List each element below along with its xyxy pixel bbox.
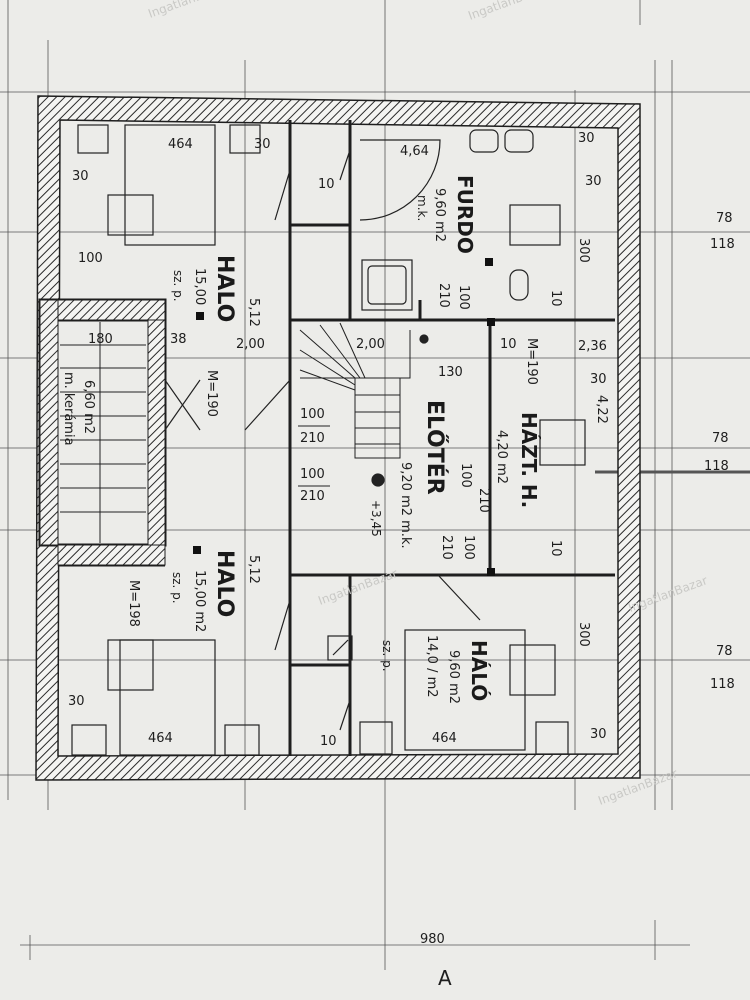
terrace-area: 6,60 m2: [81, 380, 96, 434]
dim-118-c: 118: [710, 677, 735, 692]
room-halo-top-left: HALO 15,00 sz. p.: [171, 255, 237, 322]
door-labels: 100 210 100 210: [298, 407, 330, 504]
room-hazt: HÁZT. H. 4,20 m2: [494, 412, 541, 508]
dim-512-b: 5,12: [246, 555, 261, 584]
dim-30-tl2: 30: [72, 169, 89, 184]
dim-464-br: 464: [432, 731, 457, 746]
section-mark: A: [438, 966, 452, 990]
dim-10-a: 10: [318, 177, 335, 192]
dim-300-a: 300: [576, 238, 591, 263]
room-floor: sz. p.: [380, 640, 394, 672]
room-furdo: FURDO 9,60 m2 m.k.: [415, 175, 477, 254]
dim-10-d: 10: [548, 290, 563, 307]
terrace-label: 6,60 m2 m. kerámia: [61, 372, 96, 446]
room-name: HALO: [212, 255, 237, 322]
dim-200-b: 2,00: [356, 337, 385, 352]
interior-walls: [38, 120, 615, 756]
room-name: FURDO: [453, 175, 477, 254]
dim-30-bl: 30: [68, 694, 85, 709]
dim-464-top: 464: [168, 137, 193, 152]
room-floor: sz. p.: [171, 270, 185, 302]
room-area: 4,20 m2: [494, 430, 509, 484]
door-e-width: 100: [461, 535, 476, 560]
dim-980: 980: [420, 932, 445, 947]
room-area-2: 14,0 / m2: [424, 635, 439, 698]
dim-78-b: 78: [712, 431, 729, 446]
room-area: 9,20 m2 m.k.: [398, 462, 413, 549]
dimension-labels: 464 4,64 464 464 30 30 30 30 30 30 30 10…: [68, 131, 735, 990]
dim-30-tl: 30: [254, 137, 271, 152]
dim-422: 4,22: [594, 395, 609, 424]
vertical-dimension-labels: 5,12 5,12 M=190 M=190 100 210 100 210 10…: [204, 238, 609, 647]
dim-78-c: 78: [716, 644, 733, 659]
dim-300-b: 300: [576, 622, 591, 647]
dim-464-furdo: 4,64: [400, 144, 429, 159]
structural-dots: [193, 258, 495, 576]
door-a-width: 100: [300, 407, 325, 422]
dim-10-e: 10: [548, 540, 563, 557]
dim-130: 130: [438, 365, 463, 380]
dim-118-a: 118: [710, 237, 735, 252]
fixtures: [71, 124, 586, 756]
level-mark: +3,45: [369, 500, 383, 537]
stair-treads-center: [299, 322, 411, 459]
room-area: 9,60 m2: [432, 188, 447, 242]
door-b-width: 100: [300, 467, 325, 482]
room-eloter: ELŐTÉR 9,20 m2 m.k. +3,45: [369, 400, 448, 549]
room-floor: sz. p.: [170, 572, 184, 604]
room-area: 9,60 m2: [446, 650, 461, 704]
dim-236: 2,36: [578, 339, 607, 354]
dim-118-b: 118: [704, 459, 729, 474]
dim-100-tl: 100: [78, 251, 103, 266]
door-d-height: 210: [476, 488, 491, 513]
door-c-height: 210: [436, 283, 451, 308]
dim-30-hazt: 30: [590, 372, 607, 387]
dim-m190-b: M=190: [524, 338, 539, 385]
door-a-height: 210: [300, 431, 325, 446]
door-c-width: 100: [456, 285, 471, 310]
door-e-height: 210: [439, 535, 454, 560]
room-halo-bottom-left: HALO 15,00 m2 sz. p. M=198: [126, 550, 237, 632]
dim-10-b: 10: [320, 734, 337, 749]
room-name: ELŐTÉR: [422, 400, 448, 495]
dim-512-a: 5,12: [246, 298, 261, 327]
dim-180: 180: [88, 332, 113, 347]
dim-10-c: 10: [500, 337, 517, 352]
dim-38: 38: [170, 332, 187, 347]
dim-30-tr2: 30: [585, 174, 602, 189]
room-area: 15,00: [192, 268, 207, 305]
terrace-floor: m. kerámia: [61, 372, 76, 446]
door-b-height: 210: [300, 489, 325, 504]
dim-464-bl: 464: [148, 731, 173, 746]
doors: [164, 139, 481, 731]
stair-treads-left: [60, 322, 146, 543]
room-name: HALO: [212, 550, 237, 617]
room-area: 15,00 m2: [192, 570, 207, 632]
door-d-width: 100: [458, 463, 473, 488]
dim-30-br: 30: [590, 727, 607, 742]
column-hatch: [39, 299, 166, 566]
dim-200-a: 2,00: [236, 337, 265, 352]
dim-m190-a: M=190: [204, 370, 219, 417]
room-name: HÁLÓ: [467, 640, 491, 701]
room-halo-bottom-right: HÁLÓ 9,60 m2 14,0 / m2 sz. p.: [380, 635, 491, 704]
room-name: HÁZT. H.: [517, 412, 541, 508]
room-height: M=198: [126, 580, 141, 627]
room-floor: m.k.: [415, 195, 429, 221]
dim-78-a: 78: [716, 211, 733, 226]
dim-30-tr: 30: [578, 131, 595, 146]
